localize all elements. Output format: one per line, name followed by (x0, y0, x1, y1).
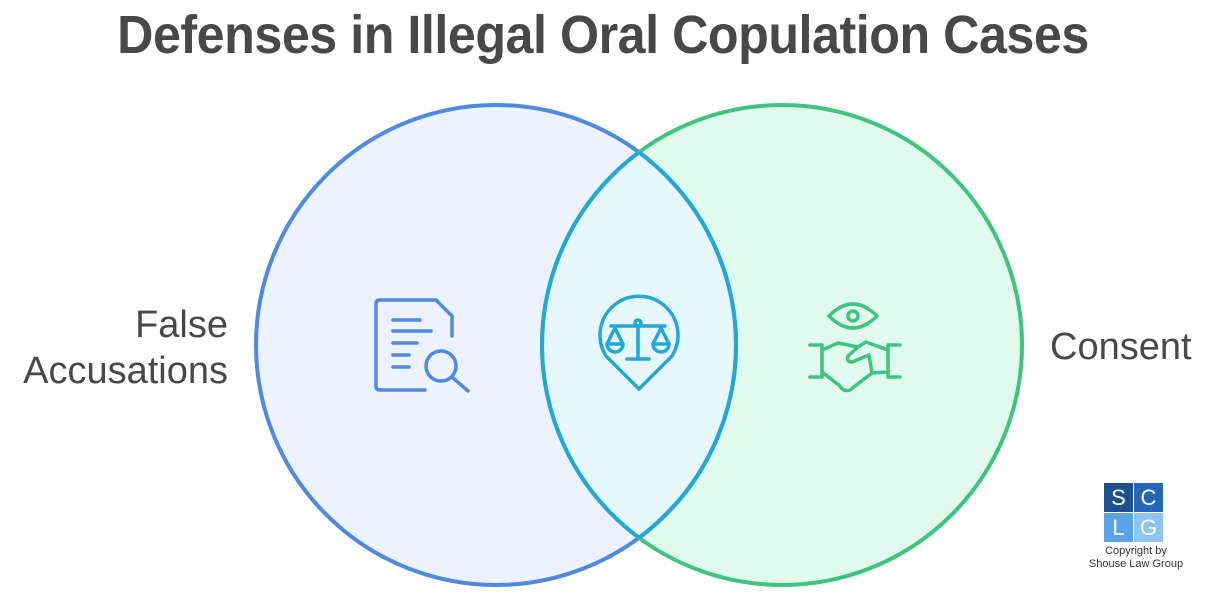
left-set-label: False Accusations (23, 302, 228, 394)
scales-location-pin-icon (598, 294, 680, 391)
logo-letter-c: C (1134, 483, 1163, 512)
document-search-icon (374, 298, 470, 393)
logo-letter-g: G (1134, 513, 1163, 542)
right-set-label: Consent (1050, 326, 1192, 368)
left-label-line2: Accusations (23, 350, 228, 392)
logo-letter-s: S (1104, 483, 1133, 512)
intersection-region (542, 105, 736, 585)
copyright-line2: Shouse Law Group (1088, 558, 1184, 570)
eye-handshake-icon (808, 302, 902, 393)
copyright-line1: Copyright by (1105, 545, 1167, 557)
left-label-line1: False (135, 304, 228, 346)
sclg-logo: S C L G (1104, 483, 1163, 542)
copyright-notice: Copyright by Shouse Law Group (1076, 545, 1196, 571)
page-title: Defenses in Illegal Oral Copulation Case… (117, 5, 1089, 65)
logo-letter-l: L (1104, 513, 1133, 542)
